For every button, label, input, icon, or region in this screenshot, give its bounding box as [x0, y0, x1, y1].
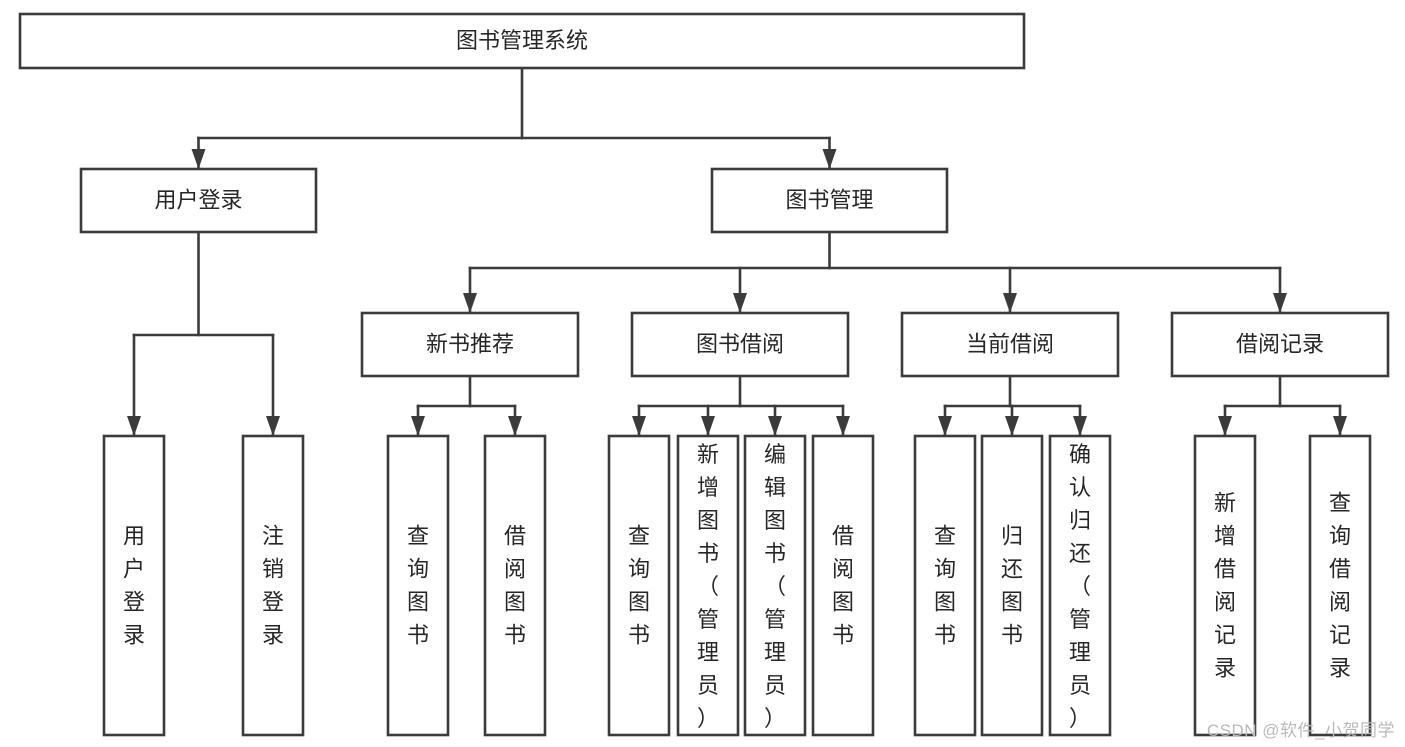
node-label: 查询图书	[934, 524, 956, 648]
node-label: 用户登录	[154, 187, 242, 212]
node-current-borrow[interactable]: 当前借阅	[900, 311, 1120, 378]
node-leaf-user-login[interactable]: 用户登录	[102, 434, 166, 737]
edge-root-to-level2-arrowhead-0	[191, 149, 206, 169]
node-leaf-edit-book-admin[interactable]: 编辑图书（管理员）	[743, 434, 807, 737]
edge-new-book-recommend-to-leaves-arrowhead-1	[508, 416, 522, 436]
edge-root-to-level2-arrowhead-1	[822, 149, 837, 169]
edge-bookmanage-to-level3-arrowhead-3	[1273, 293, 1287, 313]
node-label: 当前借阅	[966, 331, 1054, 356]
edge-borrow-record-to-leaves-arrowhead-0	[1218, 416, 1232, 436]
edge-borrow-record-to-leaves-arrowhead-1	[1333, 416, 1347, 436]
edge-userlogin-to-leaves-arrowhead-0	[127, 416, 141, 436]
edge-bookmanage-to-level3-arrowhead-2	[1003, 293, 1017, 313]
node-label: 新增借阅记录	[1214, 491, 1236, 681]
node-label: 新书推荐	[426, 331, 514, 356]
edge-book-borrow-to-leaves-arrowhead-0	[632, 416, 646, 436]
node-label: 新增图书（管理员）	[697, 442, 719, 731]
node-label: 编辑图书（管理员）	[764, 442, 786, 731]
node-layer: 图书管理系统用户登录图书管理新书推荐图书借阅当前借阅借阅记录用户登录注销登录查询…	[18, 12, 1390, 737]
node-leaf-query-book-2[interactable]: 查询图书	[607, 434, 671, 737]
node-label: 图书借阅	[696, 331, 784, 356]
node-user-login[interactable]: 用户登录	[79, 167, 318, 234]
edge-book-borrow-to-leaves-arrowhead-3	[836, 416, 850, 436]
node-leaf-add-borrow-record[interactable]: 新增借阅记录	[1193, 434, 1257, 737]
node-leaf-borrow-book-2[interactable]: 借阅图书	[811, 434, 875, 737]
node-leaf-confirm-return-admin[interactable]: 确认归还（管理员）	[1048, 434, 1112, 737]
edge-book-borrow-to-leaves-arrowhead-2	[768, 416, 782, 436]
node-new-book-recommend[interactable]: 新书推荐	[360, 311, 580, 378]
node-label: 借阅记录	[1236, 331, 1324, 356]
node-label: 查询借阅记录	[1329, 491, 1351, 681]
node-label: 图书管理系统	[456, 28, 588, 53]
edge-current-borrow-to-leaves-arrowhead-1	[1005, 416, 1019, 436]
node-book-borrow[interactable]: 图书借阅	[630, 311, 850, 378]
node-leaf-query-book-1[interactable]: 查询图书	[386, 434, 450, 737]
node-leaf-query-borrow-record[interactable]: 查询借阅记录	[1308, 434, 1372, 737]
node-label: 查询图书	[407, 524, 429, 648]
node-leaf-logout[interactable]: 注销登录	[241, 434, 305, 737]
node-borrow-record[interactable]: 借阅记录	[1170, 311, 1390, 378]
edge-bookmanage-to-level3-arrowhead-1	[733, 293, 747, 313]
edge-new-book-recommend-to-leaves-arrowhead-0	[411, 416, 425, 436]
node-book-manage[interactable]: 图书管理	[710, 167, 949, 234]
connector-layer	[127, 66, 1347, 438]
node-label: 归还图书	[1001, 524, 1023, 648]
csdn-watermark: CSDN @软件_小贺同学	[1206, 721, 1395, 740]
node-root-图书管理系统[interactable]: 图书管理系统	[18, 12, 1026, 70]
node-label: 注销登录	[262, 524, 284, 648]
node-label: 用户登录	[123, 524, 145, 648]
node-label: 借阅图书	[832, 524, 854, 648]
node-leaf-borrow-book-1[interactable]: 借阅图书	[483, 434, 547, 737]
node-label: 借阅图书	[504, 524, 526, 648]
edge-current-borrow-to-leaves-arrowhead-2	[1073, 416, 1087, 436]
node-label: 图书管理	[785, 187, 873, 212]
node-label: 确认归还（管理员）	[1069, 442, 1091, 731]
edge-userlogin-to-leaves-arrowhead-1	[266, 416, 280, 436]
node-leaf-add-book-admin[interactable]: 新增图书（管理员）	[676, 434, 740, 737]
edge-current-borrow-to-leaves-arrowhead-0	[938, 416, 952, 436]
node-leaf-return-book[interactable]: 归还图书	[980, 434, 1044, 737]
node-label: 查询图书	[628, 524, 650, 648]
edge-book-borrow-to-leaves-arrowhead-1	[701, 416, 715, 436]
edge-bookmanage-to-level3-arrowhead-0	[463, 293, 477, 313]
node-leaf-query-book-3[interactable]: 查询图书	[913, 434, 977, 737]
